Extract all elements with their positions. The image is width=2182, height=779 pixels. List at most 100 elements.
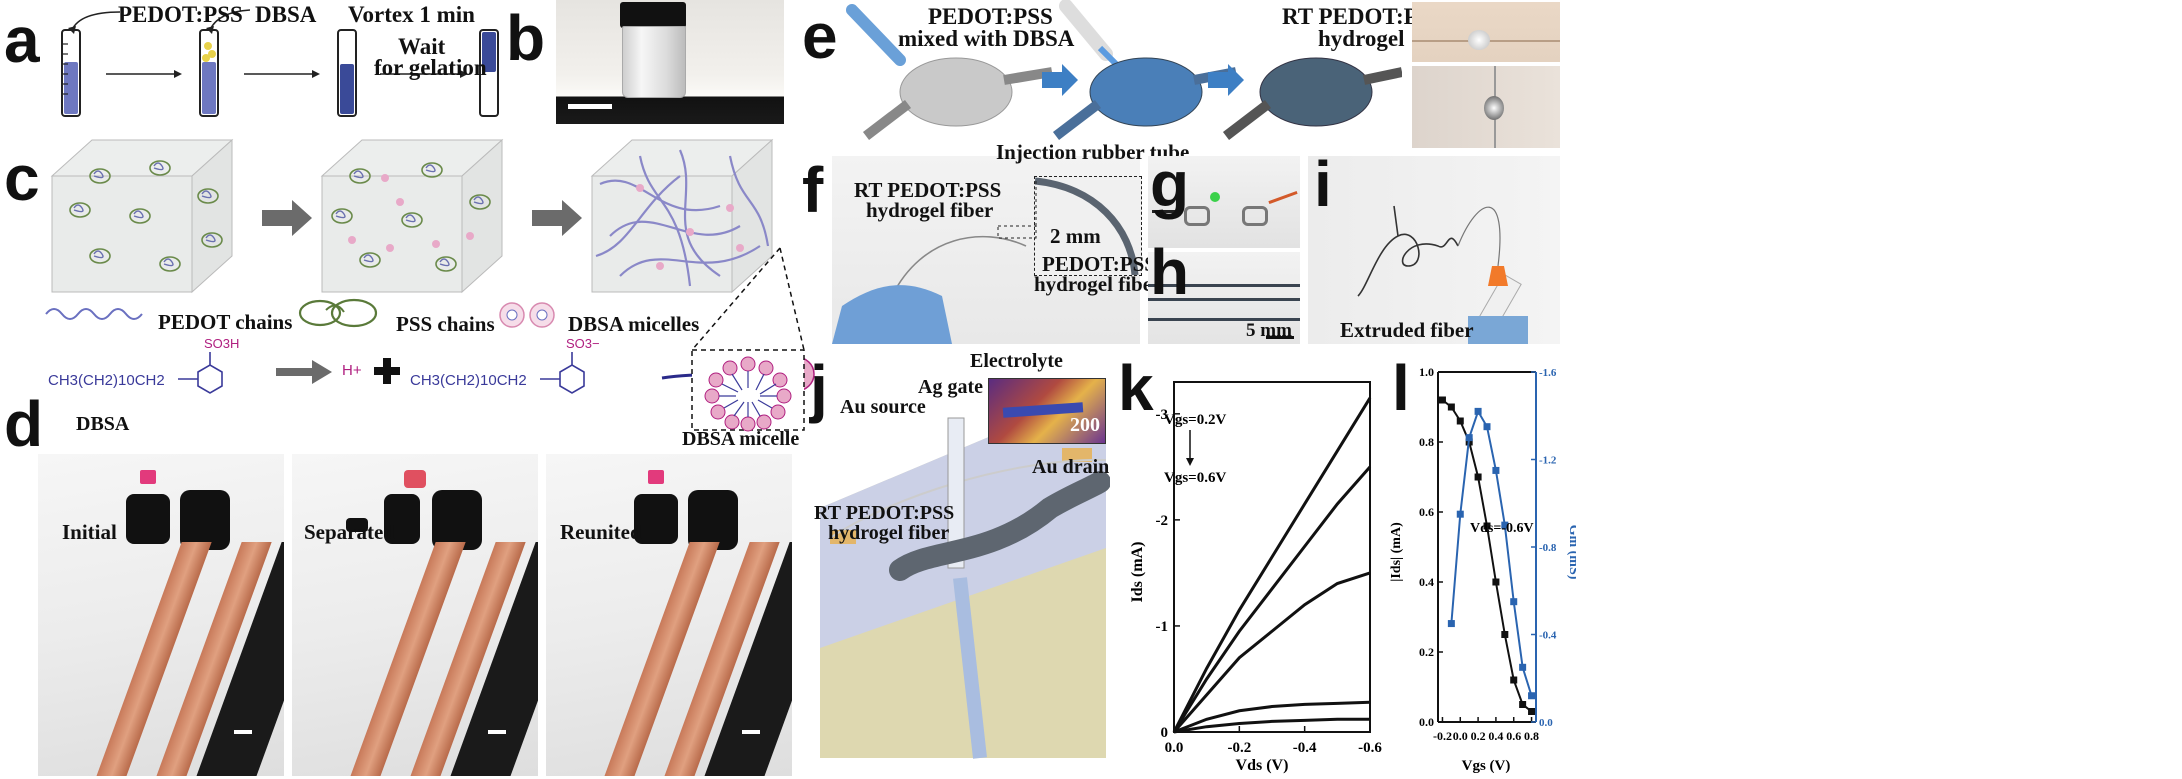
j-electrolyte: Electrolyte [970,350,1063,372]
l-ytick-left-label: 0.0 [1419,715,1434,729]
dbsa-label-c: DBSA [76,413,130,435]
so3h-group: SO3H [204,336,240,351]
k-xlabel: Vds (V) [1236,757,1289,774]
l-ytick-right-label: -1.2 [1539,455,1557,467]
k-ytick-label: -2 [1156,513,1169,529]
h-scale: 5 mm [1246,320,1292,341]
test-tube-2 [199,29,219,117]
l-ids-point [1438,396,1446,404]
i-photo [1308,156,1560,344]
panel-label-c: c [4,142,40,214]
dbsa-label-a: DBSA [255,2,317,27]
step-1-gray-pad [846,4,1053,140]
injection-tube-zoom [1034,176,1142,276]
photo-separated [292,454,538,776]
reaction-arrow [276,360,332,384]
panel-label-l: l [1392,352,1410,424]
l-gm-point [1510,598,1518,606]
l-ids-point [1501,631,1509,638]
k-marks [1172,397,1372,734]
f-pp-2: hydrogel fiber [1034,272,1162,296]
photo-initial [38,454,284,776]
k-ylabel: Ids (mA) [1129,542,1146,603]
g-photo [1148,156,1300,248]
panel-label-f: f [802,154,824,226]
chart-k: 0.0-0.2-0.4-0.60-1-2-3 Vgs=0.2V Vgs=0.6V… [1129,381,1382,774]
l-gm-point [1447,620,1455,628]
l-annotation: Vds=-0.6V [1470,521,1534,536]
l-ytick-left-label: 0.8 [1419,435,1434,449]
k-axes: 0.0-0.2-0.4-0.60-1-2-3 [1156,381,1382,756]
k-ytick-label: -3 [1156,407,1169,423]
l-ytick-left-label: 0.2 [1419,645,1434,659]
panel-j-diagram [820,417,1110,759]
l-xtick-label: 0.8 [1524,729,1539,743]
l-xtick-label: 0.6 [1506,729,1521,743]
l-ytick-left-label: 0.4 [1419,575,1434,589]
l-gm-line [1450,408,1533,697]
e-mixed-2: mixed with DBSA [898,26,1075,51]
micelle-zoom [691,247,805,432]
label-initial: Initial [62,520,117,544]
l-gm-point [1492,466,1500,474]
l-xtick-label: 0.4 [1488,729,1503,743]
l-ids-point [1483,522,1491,530]
k-xtick-label: -0.2 [1227,740,1251,756]
l-ytick-left-label: 0.6 [1419,505,1434,519]
l-ids-line [1441,399,1533,713]
wait-label-1: Wait [398,34,446,59]
k-annotation-arrowhead [1186,458,1194,466]
l-gm-point [1465,434,1473,442]
k-xtick-label: 0.0 [1165,740,1184,756]
l-ytick-right-label: -1.6 [1539,367,1557,379]
step-2-blue-pad [1052,0,1237,140]
pss-chain-icon [298,298,378,328]
dbs-anion-formula: CH3(CH2)10CH2 [410,372,527,389]
j-ag-gate: Ag gate [918,376,983,398]
panel-label-g: g [1150,148,1190,220]
l-gm-point [1474,407,1482,415]
legend-pedot: PEDOT chains [158,310,293,334]
photo-reunited [546,454,792,776]
label-reunited: Reunited [560,520,642,544]
pedot-pss-label: PEDOT:PSS [118,2,243,27]
l-gm-point [1456,510,1464,518]
dbs-anion-molecule [540,352,585,394]
l-ytick-right-label: -0.4 [1539,630,1557,642]
test-tube-3 [337,29,357,117]
j-au-drain: Au drain [1032,456,1110,478]
box-3 [590,138,774,294]
l-ids-point [1447,403,1455,411]
e-mixed-1: PEDOT:PSS [928,4,1053,29]
k-ytick-label: -1 [1156,619,1169,635]
test-tube-1 [61,29,81,117]
h-plus: H+ [342,362,362,379]
panel-e-diagram [846,0,1402,140]
j-fiber-1: RT PEDOT:PSS [814,502,955,524]
l-xtick-label: 0.0 [1453,729,1468,743]
micelle-label: DBSA micelle [682,428,800,450]
l-ids-point [1474,473,1482,481]
k-xtick-label: -0.4 [1293,740,1317,756]
l-ytick-left-label: 1.0 [1419,365,1434,379]
j-inset-scale: 200 [1070,414,1100,436]
l-ylabel-right: Gm (mS) [1566,525,1576,580]
wait-label-2: for gelation [374,55,487,80]
l-ids-point [1528,708,1536,715]
l-ylabel-left: |Ids| (mA) [1389,522,1404,582]
j-au-source: Au source [840,396,926,418]
l-ytick-right-label: 0.0 [1539,717,1553,729]
plus-icon [374,358,400,384]
l-ids-point [1492,578,1500,586]
h-photo [1148,252,1300,344]
f-pp-1: PEDOT:PSS [1042,252,1156,276]
f-zoom-lines [997,178,1037,239]
k-series-line-3 [1172,571,1371,733]
legend-dbsa: DBSA micelles [568,312,700,336]
e-photo-bottom [1412,66,1560,148]
l-ids-point [1519,701,1527,708]
k-series-line-5 [1173,717,1370,734]
step-3-hydrogel [1222,57,1402,140]
pedot-chain-icon [45,308,143,320]
